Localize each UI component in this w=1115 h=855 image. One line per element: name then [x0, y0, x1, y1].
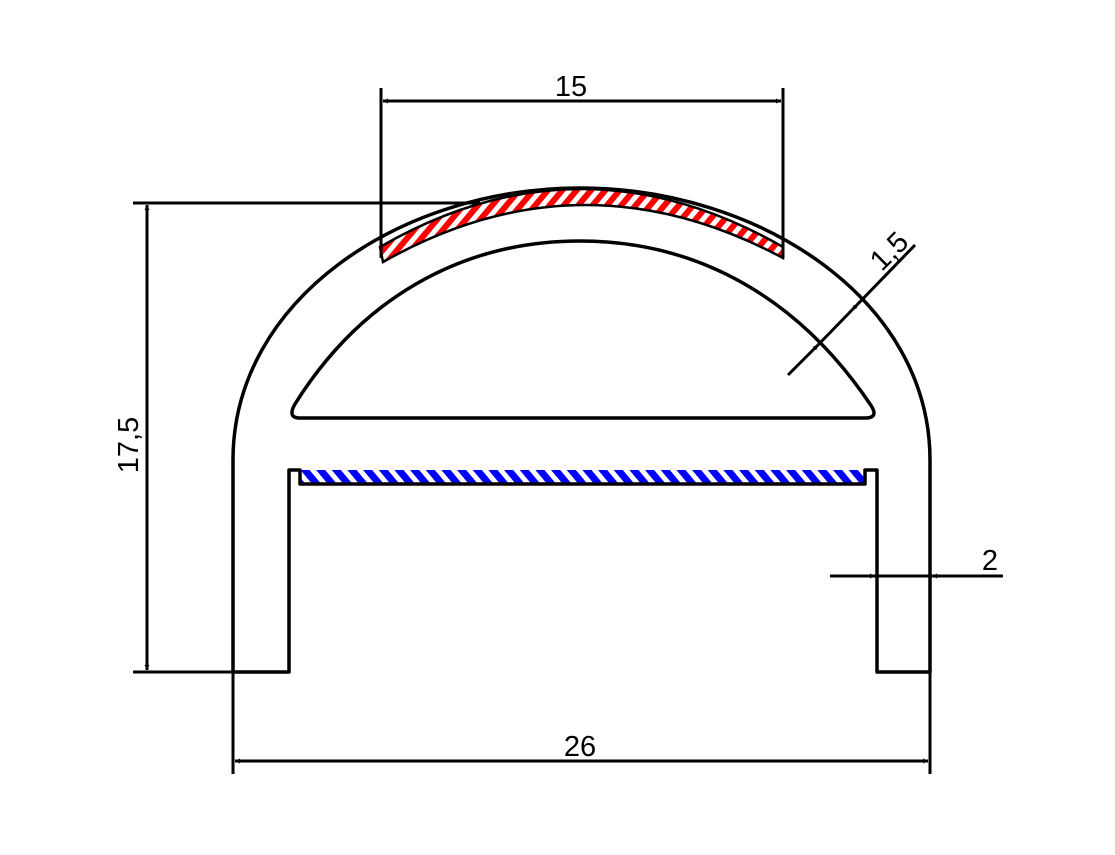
dimension-label-wall-thickness: 2 — [982, 545, 998, 577]
dimension-total-width: 26 — [231, 672, 932, 774]
dimension-top-thickness: 1,5 — [786, 226, 917, 377]
dome-cavity — [290, 239, 876, 420]
dimension-label-height: 17,5 — [113, 417, 145, 473]
dimension-label-top-width: 15 — [555, 71, 587, 103]
dimension-wall-thickness: 2 — [830, 545, 1003, 579]
strip-hatch-area — [300, 470, 865, 483]
dimension-label-total-width: 26 — [564, 731, 596, 763]
dimension-label-top-thickness: 1,5 — [864, 226, 915, 277]
dimension-height: 17,5 — [113, 201, 480, 674]
top-hatch-area — [378, 187, 785, 264]
profile-outline — [231, 186, 932, 674]
dimension-top-width: 15 — [379, 71, 785, 258]
